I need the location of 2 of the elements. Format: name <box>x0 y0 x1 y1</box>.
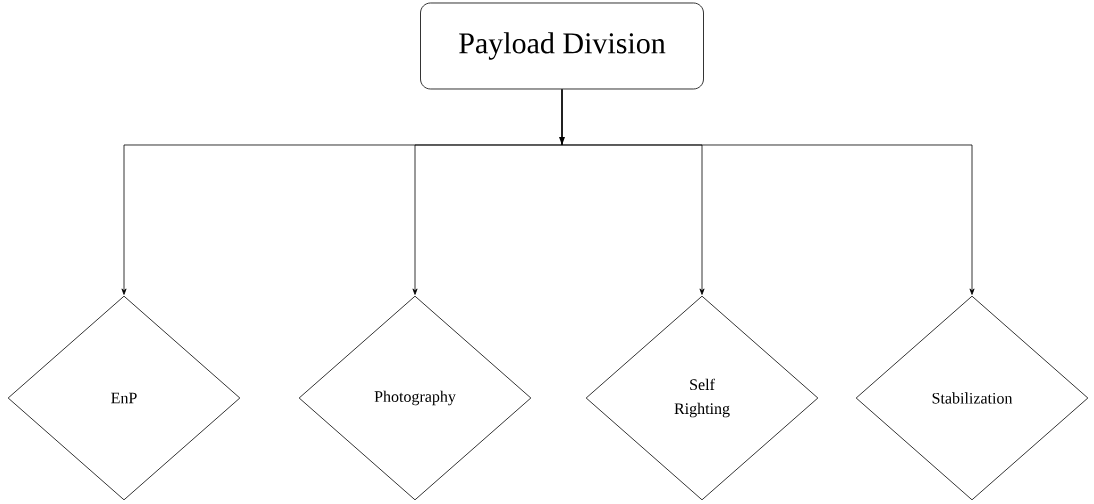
title-box: Payload Division <box>420 2 704 90</box>
arrow <box>561 89 975 295</box>
